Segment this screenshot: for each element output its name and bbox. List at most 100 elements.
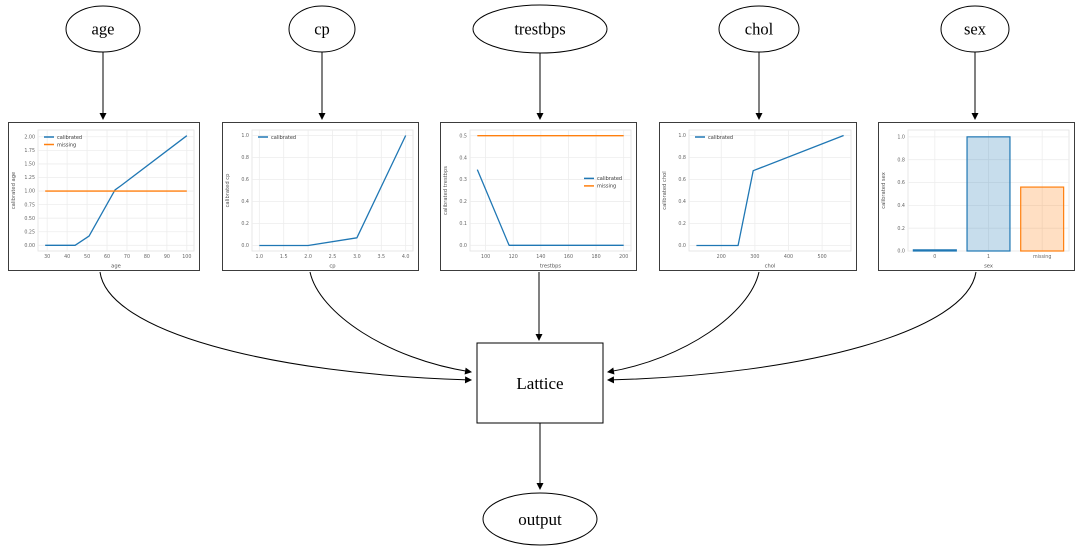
input-node-cp-ellipse [288,5,356,53]
svg-text:80: 80 [144,254,150,260]
svg-text:120: 120 [509,254,518,260]
x-axis-label: sex [984,264,993,270]
legend: calibrated [695,135,733,141]
input-node-sex-label: sex [964,20,987,39]
svg-text:30: 30 [44,254,50,260]
input-node-cp[interactable]: cp [288,5,356,53]
svg-text:0.75: 0.75 [24,202,35,208]
svg-text:1.5: 1.5 [280,254,288,260]
tick-labels: 200 300 400 500 0.0 0.2 0.4 0.6 0.8 1.0 [678,133,826,260]
svg-text:1.0: 1.0 [255,254,263,260]
input-node-trestbps[interactable]: trestbps [472,4,608,54]
svg-text:1: 1 [987,254,990,260]
svg-text:0.50: 0.50 [24,216,35,222]
input-node-age[interactable]: age [65,5,141,53]
svg-text:0.0: 0.0 [241,243,249,249]
svg-text:0.4: 0.4 [241,199,249,205]
svg-text:calibrated: calibrated [597,176,622,182]
svg-text:2.00: 2.00 [24,134,35,140]
bar-missing [1020,186,1065,252]
svg-text:0.4: 0.4 [678,199,686,205]
svg-text:0.8: 0.8 [678,155,686,161]
edge-age-calibrator-to-lattice [99,271,473,384]
svg-text:0.2: 0.2 [241,221,249,227]
input-node-sex[interactable]: sex [940,5,1010,53]
svg-text:0.5: 0.5 [459,133,467,139]
svg-text:0.0: 0.0 [897,249,905,255]
input-node-sex-ellipse [940,5,1010,53]
svg-text:200: 200 [717,254,726,260]
bars [912,136,1065,252]
svg-text:0.8: 0.8 [241,155,249,161]
svg-text:1.75: 1.75 [24,148,35,154]
input-node-trestbps-label: trestbps [514,20,565,39]
plot-area [688,129,852,252]
svg-text:0.8: 0.8 [897,157,905,163]
x-axis-label: chol [765,264,776,270]
svg-text:70: 70 [124,254,130,260]
output-node[interactable]: output [482,492,598,546]
svg-text:0.2: 0.2 [678,221,686,227]
output-node-ellipse [482,492,598,546]
calibrator-panel-chol[interactable]: 200 300 400 500 0.0 0.2 0.4 0.6 0.8 1.0 chol calibr… [659,122,857,271]
svg-text:1.0: 1.0 [678,133,686,139]
lattice-node[interactable]: Lattice [476,342,604,424]
svg-text:missing: missing [1033,254,1051,260]
y-axis-label: calibrated age [11,172,17,209]
lattice-node-box [476,342,604,424]
svg-text:2.5: 2.5 [329,254,337,260]
svg-text:300: 300 [750,254,759,260]
input-node-trestbps-ellipse [472,4,608,54]
svg-text:2.0: 2.0 [304,254,312,260]
svg-text:1.00: 1.00 [24,189,35,195]
svg-text:0.6: 0.6 [897,180,905,186]
output-node-label: output [518,510,562,529]
x-axis-label: trestbps [540,264,562,270]
svg-text:0.4: 0.4 [897,203,905,209]
svg-text:0.6: 0.6 [678,177,686,183]
series-calibrated [696,134,844,247]
svg-text:calibrated: calibrated [57,135,82,141]
svg-text:0.2: 0.2 [897,226,905,232]
y-axis-label: calibrated trestbps [443,166,449,215]
svg-text:0.2: 0.2 [459,199,467,205]
input-node-chol-ellipse [718,5,800,53]
input-node-chol-label: chol [745,20,774,39]
svg-text:500: 500 [818,254,827,260]
lattice-node-label: Lattice [516,374,563,393]
svg-text:0.00: 0.00 [24,243,35,249]
svg-text:50: 50 [84,254,90,260]
grid [689,130,851,251]
svg-text:400: 400 [784,254,793,260]
series-calibrated [476,169,624,246]
input-node-age-ellipse [65,5,141,53]
svg-text:60: 60 [104,254,110,260]
svg-text:200: 200 [619,254,628,260]
svg-text:0.3: 0.3 [459,177,467,183]
input-node-age-label: age [92,20,115,39]
bar-1 [966,136,1011,252]
svg-text:90: 90 [164,254,170,260]
plot-area [469,129,632,252]
svg-text:3.5: 3.5 [377,254,385,260]
svg-text:missing: missing [57,142,76,148]
edge-chol-calibrator-to-lattice [606,271,760,375]
svg-text:0.0: 0.0 [678,243,686,249]
series-calibrated [259,135,407,247]
svg-text:1.50: 1.50 [24,162,35,168]
series-calibrated [45,135,188,246]
edge-cp-calibrator-to-lattice [309,271,473,375]
svg-text:180: 180 [591,254,600,260]
input-node-chol[interactable]: chol [718,5,800,53]
svg-text:0.6: 0.6 [241,177,249,183]
